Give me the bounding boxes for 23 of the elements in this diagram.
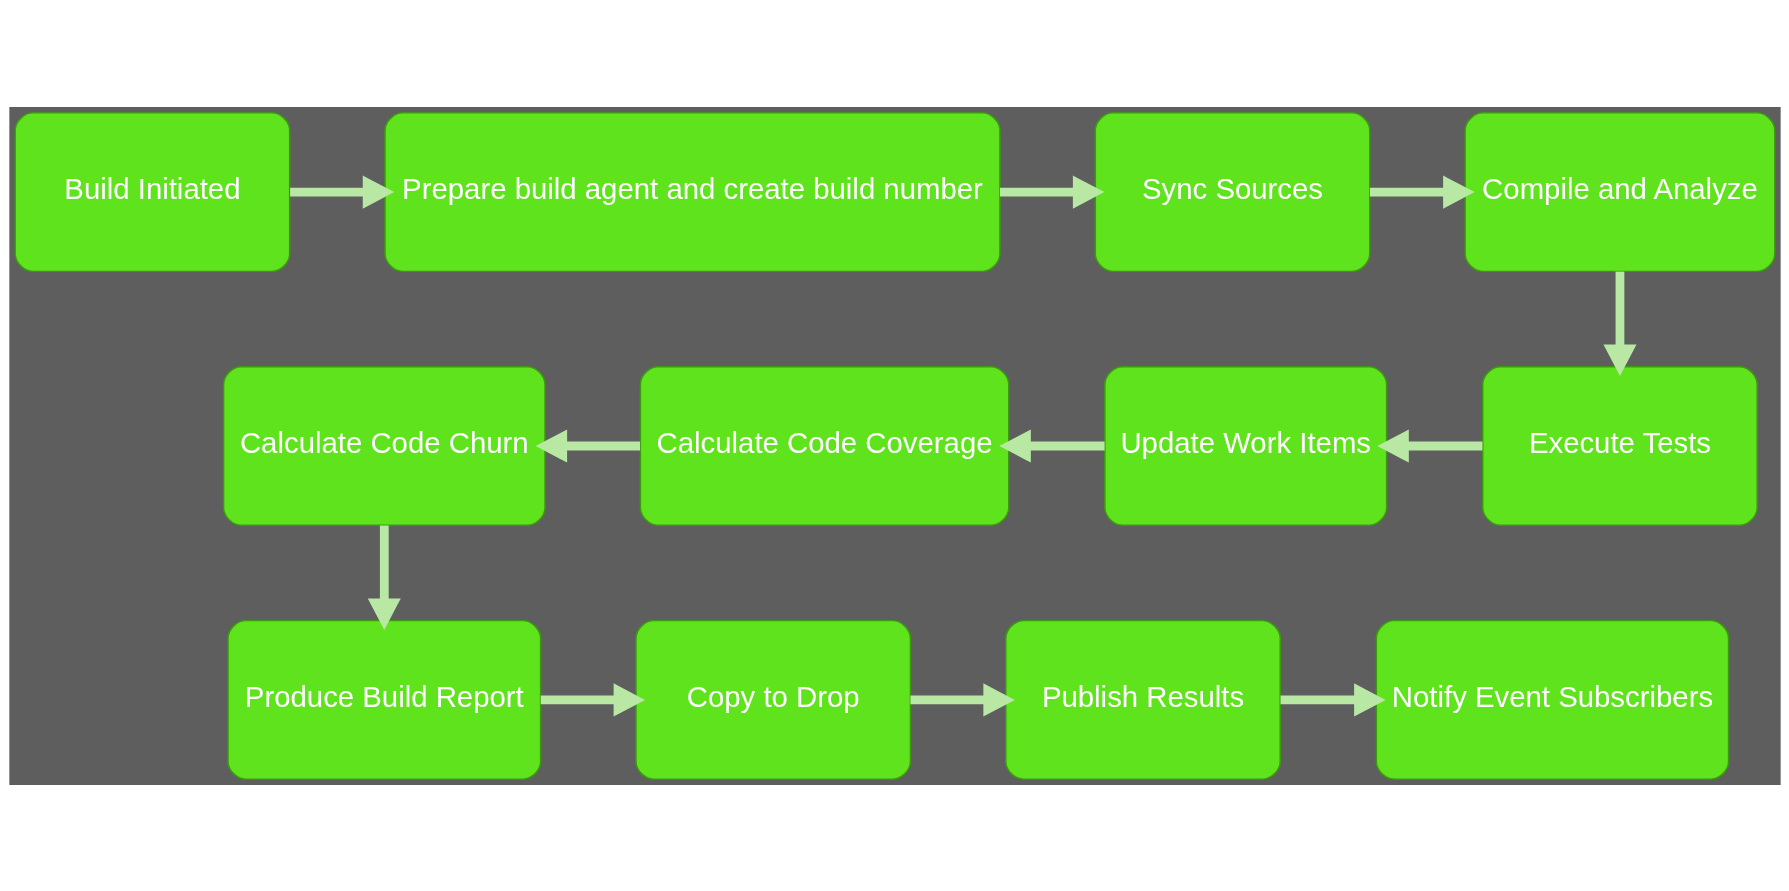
node-box: Build Initiated <box>13 111 290 272</box>
arrow <box>909 682 1015 716</box>
arrow <box>1376 428 1482 463</box>
arrow <box>540 682 645 716</box>
node-box: Sync Sources <box>1094 111 1370 272</box>
arrow <box>367 525 401 630</box>
arrow <box>289 175 394 209</box>
node-box: Prepare build agent and create build number <box>383 111 1001 272</box>
node-box: Produce Build Report <box>226 619 541 780</box>
node-box: Update Work Items <box>1103 365 1387 526</box>
node-box: Calculate Code Churn <box>222 365 546 526</box>
arrow <box>1280 682 1386 716</box>
arrow <box>1369 175 1475 209</box>
node-box: Execute Tests <box>1481 365 1758 526</box>
arrow <box>535 428 640 463</box>
arrow <box>999 175 1104 209</box>
node-box: Publish Results <box>1004 619 1281 780</box>
node-box: Copy to Drop <box>634 619 911 780</box>
node-box: Calculate Code Coverage <box>639 365 1009 526</box>
arrow <box>998 428 1105 463</box>
arrow <box>1602 271 1636 376</box>
node-box: Compile and Analyze <box>1463 111 1776 272</box>
node-box: Notify Event Subscribers <box>1375 619 1729 780</box>
